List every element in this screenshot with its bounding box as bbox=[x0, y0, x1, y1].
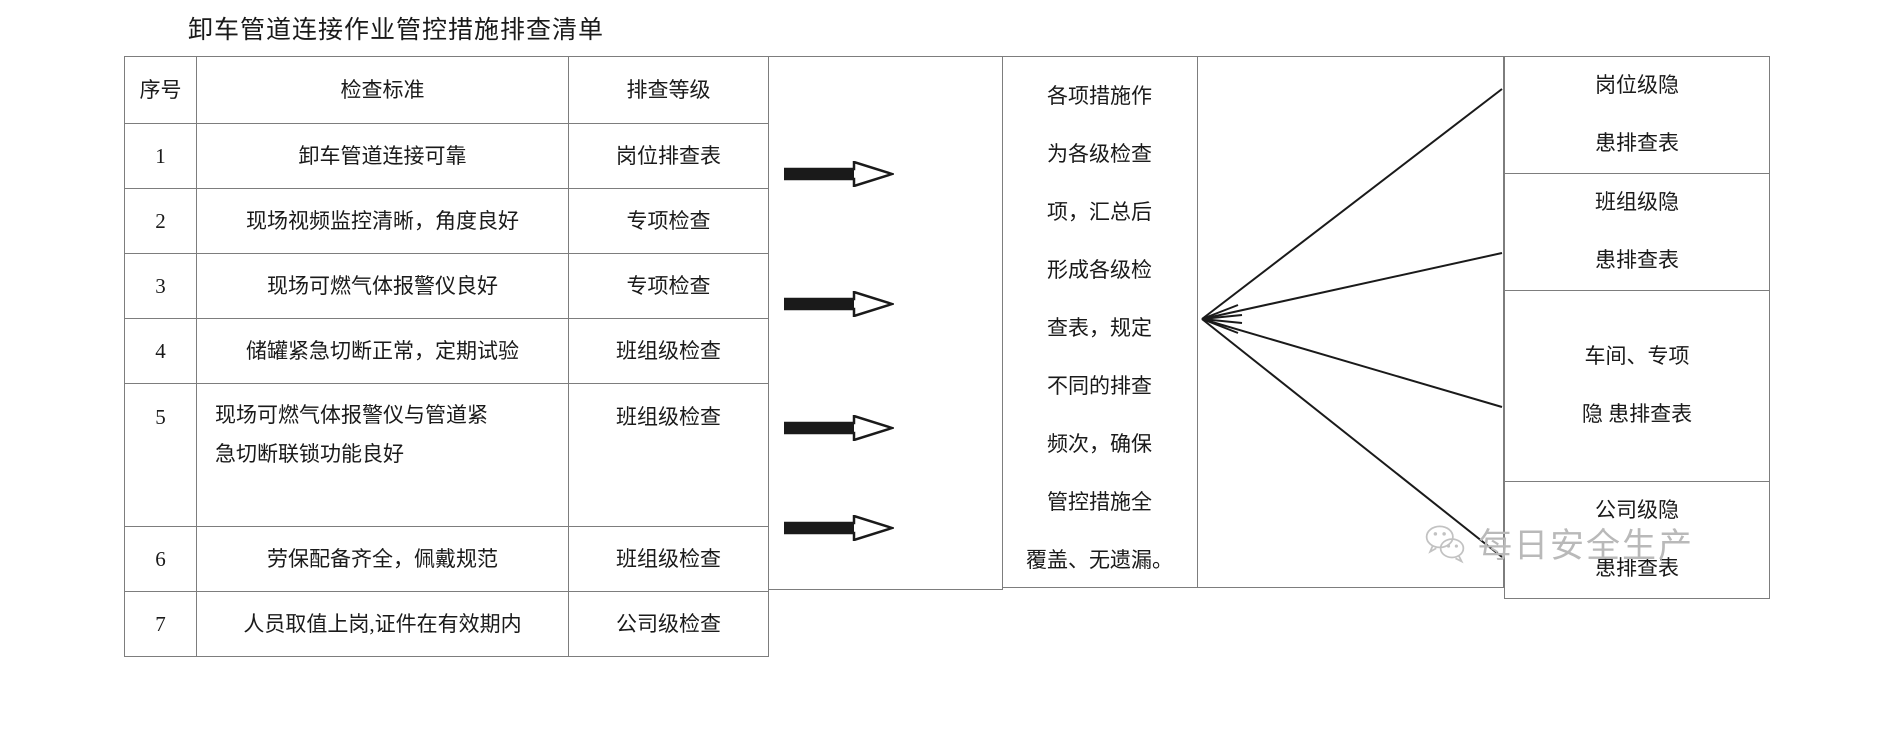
table-row: 6 劳保配备齐全，佩戴规范 班组级检查 bbox=[124, 526, 769, 592]
column-header-no: 序号 bbox=[124, 56, 197, 124]
arrow-right-icon bbox=[784, 415, 894, 441]
middle-note-line: 管控措施全 bbox=[1047, 490, 1152, 514]
middle-note-line: 查表，规定 bbox=[1047, 316, 1152, 340]
output-line1: 班组级隐 bbox=[1595, 190, 1679, 215]
row-no: 6 bbox=[124, 526, 197, 592]
row-standard: 劳保配备齐全，佩戴规范 bbox=[196, 526, 569, 592]
row-no: 7 bbox=[124, 591, 197, 657]
output-line2: 患排查表 bbox=[1595, 131, 1679, 155]
middle-note-line: 项，汇总后 bbox=[1047, 200, 1152, 224]
row-standard: 现场视频监控清晰，角度良好 bbox=[196, 188, 569, 254]
arrow-right-icon bbox=[784, 291, 894, 317]
flow-diagram: 序号 检查标准 排查等级 1 卸车管道连接可靠 岗位排查表 2 现场视频监控清晰… bbox=[124, 56, 1770, 657]
row-grade: 岗位排查表 bbox=[568, 123, 769, 189]
arrow-right-icon bbox=[784, 515, 894, 541]
table-row: 7 人员取值上岗,证件在有效期内 公司级检查 bbox=[124, 591, 769, 657]
column-header-standard: 检查标准 bbox=[196, 56, 569, 124]
row-no: 1 bbox=[124, 123, 197, 189]
page-title: 卸车管道连接作业管控措施排查清单 bbox=[188, 17, 605, 44]
fan-out-lines-icon bbox=[1198, 56, 1504, 588]
row-no: 5 bbox=[124, 383, 197, 527]
output-line1: 车间、专项 bbox=[1584, 344, 1690, 369]
output-cell: 班组级隐 患排查表 bbox=[1504, 173, 1770, 291]
row-grade: 班组级检查 bbox=[568, 526, 769, 592]
row-grade: 专项检查 bbox=[568, 253, 769, 319]
row-no: 3 bbox=[124, 253, 197, 319]
row-standard: 现场可燃气体报警仪与管道紧 急切断联锁功能良好 bbox=[196, 383, 569, 527]
row-no: 4 bbox=[124, 318, 197, 384]
output-row: 岗位级隐 患排查表 bbox=[1504, 56, 1770, 174]
middle-note-text: 各项措施作 为各级检查 项，汇总后 形成各级检 查表，规定 不同的排查 频次，确… bbox=[1002, 67, 1197, 589]
outputs-table: 岗位级隐 患排查表 班组级隐 患排查表 车间、专项 隐 患排查表 公司级隐 bbox=[1504, 56, 1770, 599]
output-cell: 车间、专项 隐 患排查表 bbox=[1504, 290, 1770, 482]
table-row: 5 现场可燃气体报警仪与管道紧 急切断联锁功能良好 班组级检查 bbox=[124, 383, 769, 527]
output-line2: 隐 患排查表 bbox=[1581, 402, 1693, 426]
middle-note-line: 各项措施作 bbox=[1047, 84, 1152, 108]
arrow-channel bbox=[768, 56, 1003, 590]
row-standard: 人员取值上岗,证件在有效期内 bbox=[196, 591, 569, 657]
output-line1: 岗位级隐 bbox=[1595, 73, 1679, 98]
row-standard-line2: 急切断联锁功能良好 bbox=[215, 441, 404, 466]
checklist-table: 序号 检查标准 排查等级 1 卸车管道连接可靠 岗位排查表 2 现场视频监控清晰… bbox=[124, 56, 769, 657]
row-grade: 公司级检查 bbox=[568, 591, 769, 657]
middle-note-line: 不同的排查 bbox=[1047, 374, 1152, 398]
table-row: 2 现场视频监控清晰，角度良好 专项检查 bbox=[124, 188, 769, 254]
middle-note-line: 为各级检查 bbox=[1047, 142, 1152, 166]
output-line2: 患排查表 bbox=[1595, 248, 1679, 272]
row-standard: 储罐紧急切断正常，定期试验 bbox=[196, 318, 569, 384]
row-grade: 班组级检查 bbox=[568, 318, 769, 384]
row-standard-line1: 现场可燃气体报警仪与管道紧 bbox=[215, 403, 488, 427]
column-header-grade: 排查等级 bbox=[568, 56, 769, 124]
output-row: 班组级隐 患排查表 bbox=[1504, 173, 1770, 291]
row-standard: 卸车管道连接可靠 bbox=[196, 123, 569, 189]
output-cell: 岗位级隐 患排查表 bbox=[1504, 56, 1770, 174]
table-header-row: 序号 检查标准 排查等级 bbox=[124, 56, 769, 124]
table-row: 1 卸车管道连接可靠 岗位排查表 bbox=[124, 123, 769, 189]
arrow-right-icon bbox=[784, 161, 894, 187]
row-no: 2 bbox=[124, 188, 197, 254]
row-grade: 班组级检查 bbox=[568, 383, 769, 527]
output-line2: 患排查表 bbox=[1595, 555, 1679, 580]
middle-note-line: 覆盖、无遗漏。 bbox=[1026, 548, 1173, 572]
middle-note-line: 频次，确保 bbox=[1047, 432, 1152, 456]
table-row: 3 现场可燃气体报警仪良好 专项检查 bbox=[124, 253, 769, 319]
output-line1: 公司级隐 bbox=[1595, 498, 1679, 522]
row-standard: 现场可燃气体报警仪良好 bbox=[196, 253, 569, 319]
output-cell: 公司级隐 患排查表 bbox=[1504, 481, 1770, 599]
middle-note-line: 形成各级检 bbox=[1047, 258, 1152, 282]
middle-note-box: 各项措施作 为各级检查 项，汇总后 形成各级检 查表，规定 不同的排查 频次，确… bbox=[1002, 56, 1198, 588]
table-row: 4 储罐紧急切断正常，定期试验 班组级检查 bbox=[124, 318, 769, 384]
output-row: 车间、专项 隐 患排查表 bbox=[1504, 290, 1770, 482]
output-row: 公司级隐 患排查表 bbox=[1504, 481, 1770, 599]
row-grade: 专项检查 bbox=[568, 188, 769, 254]
